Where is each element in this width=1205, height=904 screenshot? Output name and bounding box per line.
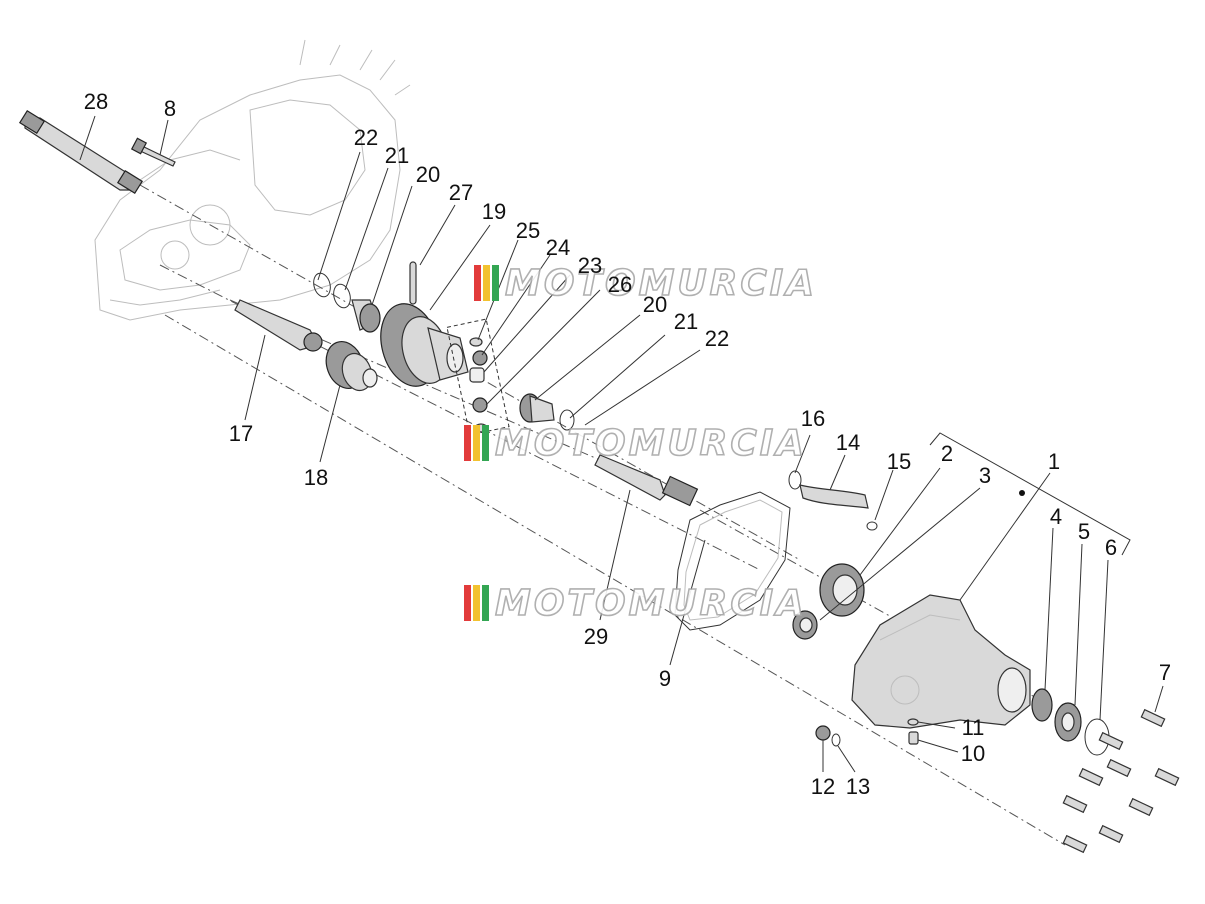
callout-14: 14 <box>835 430 861 455</box>
callout-1: 1 <box>1047 449 1061 474</box>
transmission-cover-1 <box>851 594 1031 729</box>
callout-6: 6 <box>1104 535 1118 560</box>
callout-15: 15 <box>886 449 912 474</box>
flag-stripe-yellow <box>483 265 490 301</box>
callout-2: 2 <box>940 441 954 466</box>
oil-seal-2 <box>819 563 865 617</box>
watermark: MOTOMURCIA <box>464 580 807 626</box>
gear-18 <box>325 341 378 392</box>
callout-22-upper: 22 <box>353 125 379 150</box>
bearing-5 <box>1054 702 1082 742</box>
callout-8: 8 <box>163 96 177 121</box>
flag-stripe-yellow <box>473 425 480 461</box>
circlip-22-upper <box>313 272 331 298</box>
flag-stripe-red <box>464 425 471 461</box>
callout-9: 9 <box>658 666 672 691</box>
bearing-20-upper <box>351 299 381 333</box>
plug-12 <box>815 725 831 741</box>
screw-10 <box>908 731 919 745</box>
callout-21-lower: 21 <box>673 309 699 334</box>
ring-21-upper <box>333 283 351 309</box>
flag-stripe-green <box>482 585 489 621</box>
hose-14 <box>799 484 869 509</box>
gasket-9-inner <box>683 499 783 621</box>
shaft-28 <box>18 109 144 195</box>
callout-5: 5 <box>1077 519 1091 544</box>
shaft-29 <box>594 454 699 507</box>
gasket-9 <box>674 491 791 631</box>
callout-28: 28 <box>83 89 109 114</box>
callout-26: 26 <box>607 272 633 297</box>
watermark: MOTOMURCIA <box>474 260 817 306</box>
watermark-flag <box>474 265 501 301</box>
pin-27 <box>409 261 417 305</box>
callout-19: 19 <box>481 199 507 224</box>
watermark-flag <box>464 585 491 621</box>
clamp-15 <box>866 521 878 531</box>
callout-13: 13 <box>845 774 871 799</box>
callout-29: 29 <box>583 624 609 649</box>
flag-stripe-red <box>464 585 471 621</box>
watermark-flag <box>464 425 491 461</box>
callout-7: 7 <box>1158 660 1172 685</box>
callout-3: 3 <box>978 463 992 488</box>
bolts-7 <box>1062 708 1180 854</box>
callout-10: 10 <box>960 741 986 766</box>
cover-dot <box>1019 490 1025 496</box>
flag-stripe-red <box>474 265 481 301</box>
watermark-text: MOTOMURCIA <box>494 582 808 625</box>
callout-27: 27 <box>448 180 474 205</box>
callout-24: 24 <box>545 235 571 260</box>
callout-17: 17 <box>228 421 254 446</box>
crankcase-ghost <box>94 39 411 321</box>
callout-25: 25 <box>515 218 541 243</box>
callout-22-lower: 22 <box>704 326 730 351</box>
callout-20-upper: 20 <box>415 162 441 187</box>
clamp-16 <box>788 470 802 490</box>
bearing-20-lower <box>519 393 555 423</box>
shaft-17 <box>234 299 323 352</box>
callout-12: 12 <box>810 774 836 799</box>
ring-21-lower <box>559 409 575 431</box>
washer-11 <box>907 718 919 726</box>
bolt-8 <box>130 137 176 167</box>
bearing-3 <box>792 610 818 640</box>
callout-16: 16 <box>800 406 826 431</box>
washer-13 <box>831 733 841 747</box>
flag-stripe-green <box>492 265 499 301</box>
leader-lines <box>79 115 1164 773</box>
ring-gear-19 <box>380 303 469 387</box>
watermark-text: MOTOMURCIA <box>494 422 808 465</box>
diff-small-parts <box>446 318 510 436</box>
seal-4 <box>1031 688 1053 722</box>
watermark-text: MOTOMURCIA <box>504 262 818 305</box>
callout-20-lower: 20 <box>642 292 668 317</box>
cover-group-bracket <box>929 432 1131 556</box>
callout-23: 23 <box>577 253 603 278</box>
callout-18: 18 <box>303 465 329 490</box>
callout-21-upper: 21 <box>384 143 410 168</box>
flag-stripe-yellow <box>473 585 480 621</box>
flag-stripe-green <box>482 425 489 461</box>
watermark: MOTOMURCIA <box>464 420 807 466</box>
callout-4: 4 <box>1049 504 1063 529</box>
callout-11: 11 <box>961 715 985 740</box>
